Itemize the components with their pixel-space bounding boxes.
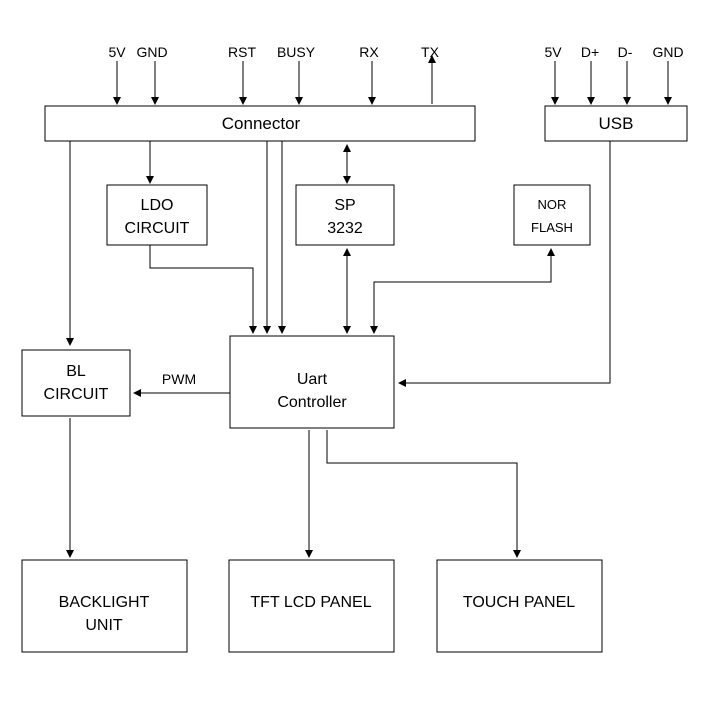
touch-panel-block: TOUCH PANEL [436, 559, 603, 653]
nor-flash-label-line1: NOR [538, 197, 567, 212]
nor-flash-label-line2: FLASH [531, 220, 573, 235]
ldo-label-line2: CIRCUIT [125, 220, 190, 237]
nor-flash-block: NOR FLASH [513, 184, 591, 246]
connector-block: Connector [44, 105, 476, 142]
ldo-circuit-block: LDO CIRCUIT [106, 184, 208, 246]
pin-label-tx: TX [421, 44, 440, 60]
usb-pin-labels: 5V D+ D- GND [544, 44, 683, 60]
uart-controller-label-line2: Controller [277, 394, 347, 411]
tft-lcd-panel-block: TFT LCD PANEL [228, 559, 395, 653]
pwm-signal-label: PWM [162, 371, 196, 387]
usb-pin-label-5v: 5V [544, 44, 562, 60]
pin-label-rx: RX [359, 44, 379, 60]
usb-pin-wires [551, 61, 672, 105]
ldo-label-line1: LDO [141, 197, 174, 214]
usb-label: USB [599, 114, 634, 133]
uart-controller-block: Uart Controller [229, 335, 395, 429]
connector-pin-labels: 5V GND RST BUSY RX TX [108, 44, 439, 60]
sp3232-label-line1: SP [334, 197, 355, 214]
sp3232-label-line2: 3232 [327, 220, 363, 237]
usb-pin-label-dminus: D- [618, 44, 633, 60]
usb-pin-label-gnd: GND [652, 44, 683, 60]
connector-label: Connector [222, 114, 301, 133]
pin-label-rst: RST [228, 44, 256, 60]
connector-pin-wires [113, 55, 436, 105]
usb-block: USB [544, 105, 688, 142]
backlight-unit-block: BACKLIGHT UNIT [21, 559, 188, 653]
usb-pin-label-dplus: D+ [581, 44, 599, 60]
connection-wires [66, 141, 611, 558]
sp3232-block: SP 3232 [295, 184, 395, 246]
uart-controller-label-line1: Uart [297, 371, 328, 388]
touch-panel-label: TOUCH PANEL [463, 594, 575, 611]
bl-circuit-label-line1: BL [66, 363, 86, 380]
bl-circuit-label-line2: CIRCUIT [44, 386, 109, 403]
pin-label-busy: BUSY [277, 44, 316, 60]
pin-label-5v: 5V [108, 44, 126, 60]
bl-circuit-block: BL CIRCUIT [21, 349, 131, 417]
backlight-unit-label-line1: BACKLIGHT [59, 594, 150, 611]
pin-label-gnd: GND [136, 44, 167, 60]
tft-lcd-panel-label: TFT LCD PANEL [250, 594, 371, 611]
backlight-unit-label-line2: UNIT [85, 617, 123, 634]
